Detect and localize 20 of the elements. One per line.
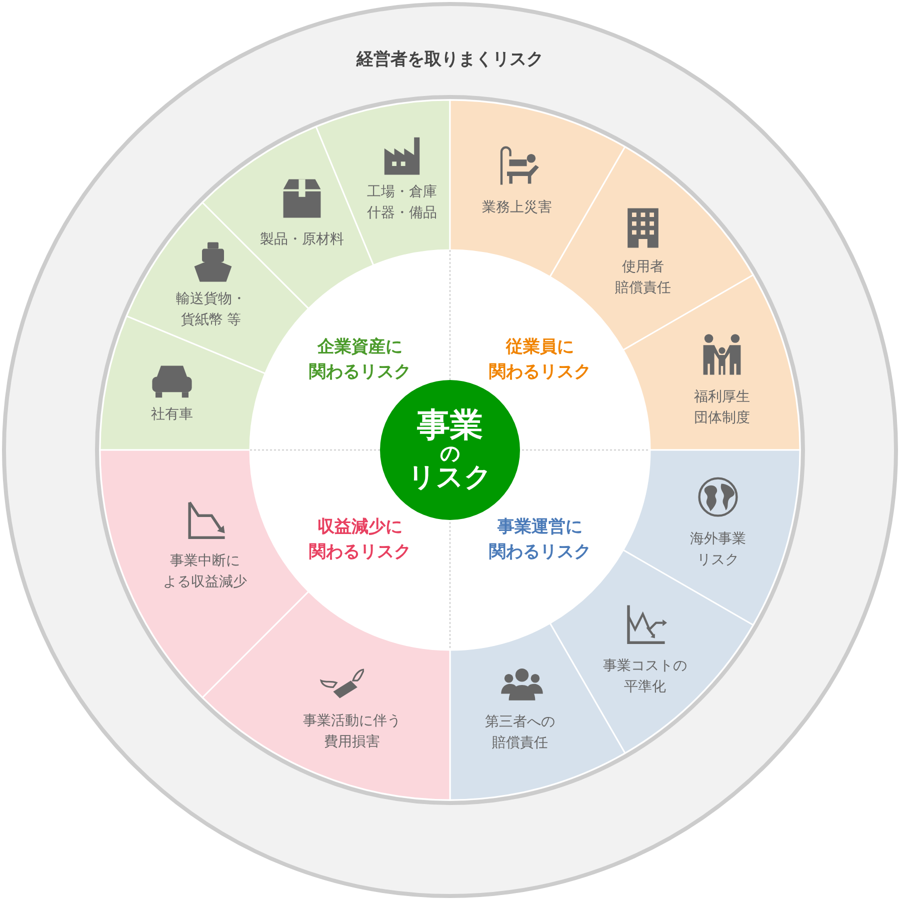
category-label: 企業資産に関わるリスク bbox=[309, 336, 411, 384]
segment-label: 使用者賠償責任 bbox=[615, 258, 671, 298]
category-label: 収益減少に関わるリスク bbox=[309, 516, 411, 564]
segment-label: 事業コストの平準化 bbox=[603, 657, 687, 697]
segment-label: 第三者への賠償責任 bbox=[485, 713, 555, 753]
center-label: の bbox=[440, 442, 460, 464]
category-label: 事業運営に関わるリスク bbox=[489, 516, 591, 564]
center-label: リスク bbox=[408, 464, 492, 492]
segment-label: 福利厚生団体制度 bbox=[694, 388, 750, 428]
category-label: 従業員に関わるリスク bbox=[489, 336, 591, 384]
ring-title: 経営者を取りまくリスク bbox=[356, 48, 544, 72]
segment-label: 海外事業リスク bbox=[690, 530, 746, 570]
segment-label: 事業活動に伴う費用損害 bbox=[303, 712, 401, 752]
segment-label: 工場・倉庫什器・備品 bbox=[367, 183, 437, 223]
segment-label: 業務上災害 bbox=[482, 198, 552, 218]
center-label: 事業 bbox=[417, 408, 483, 443]
segment-label: 社有車 bbox=[151, 406, 193, 424]
segment-label: 輸送貨物・貨紙幣 等 bbox=[176, 290, 246, 330]
segment-label: 製品・原材料 bbox=[260, 230, 344, 250]
segment-label: 事業中断による収益減少 bbox=[163, 552, 247, 592]
